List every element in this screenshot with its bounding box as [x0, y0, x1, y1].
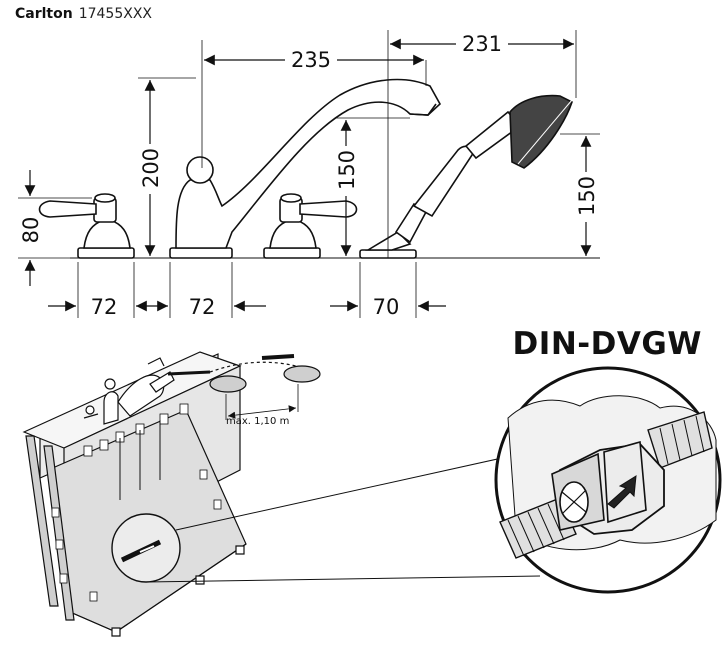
spout-body	[169, 78, 442, 259]
hose-length-note: max. 1,10 m	[226, 416, 289, 427]
valve-detail-magnified	[494, 366, 722, 594]
dim-shower-holder-height: 150	[575, 176, 599, 216]
dim-shower-reach: 231	[462, 32, 502, 56]
dim-shower-base: 70	[373, 295, 400, 319]
product-brand: Carlton	[15, 6, 73, 22]
left-handle-valve	[38, 193, 135, 259]
product-title: Carlton 17455XXX	[15, 6, 152, 22]
dimension-lines	[18, 30, 600, 318]
dim-spacing-left: 72	[91, 295, 118, 319]
dim-handle-height: 80	[19, 217, 43, 244]
dim-spout-height: 200	[139, 148, 163, 188]
product-code: 17455XXX	[78, 6, 153, 22]
dim-spout-reach: 235	[291, 48, 331, 72]
right-handle-valve	[263, 193, 358, 259]
faucet-elevation	[38, 78, 600, 259]
installation-box	[22, 351, 541, 637]
dim-spout-outlet-height: 150	[335, 150, 359, 190]
certification-label: DIN-DVGW	[512, 326, 702, 362]
hand-shower	[359, 94, 573, 259]
dim-spacing-right: 72	[189, 295, 216, 319]
